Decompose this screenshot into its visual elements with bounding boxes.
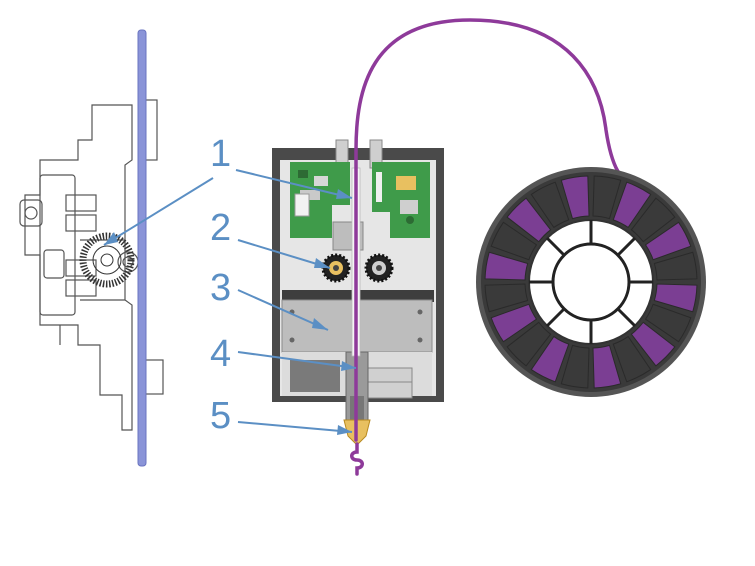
spool-segment <box>484 251 529 281</box>
spool-segment <box>653 251 698 281</box>
spool-hub <box>529 220 653 344</box>
spool-segment <box>484 283 529 313</box>
callout-label-1: 1 <box>210 133 231 175</box>
spool-segment <box>490 221 538 261</box>
circuit-board <box>290 162 430 238</box>
spool-segment <box>644 303 692 343</box>
spool-segment <box>592 344 622 389</box>
callout-line-1 <box>103 177 214 246</box>
callout-label-4: 4 <box>210 333 231 375</box>
callout-line-5 <box>237 421 353 433</box>
spool-segment <box>644 221 692 261</box>
callout-arrowheads <box>104 189 356 435</box>
spool-segment <box>630 321 676 367</box>
filament-spool <box>476 167 706 397</box>
callout-line-2 <box>237 239 331 269</box>
spool-segment <box>612 181 652 229</box>
callout-label-5: 5 <box>210 395 231 437</box>
spool-segment <box>560 344 590 389</box>
spool-segment <box>506 321 552 367</box>
spool-segments <box>484 175 698 389</box>
spool-segment <box>530 335 570 383</box>
gear-icon <box>79 232 135 288</box>
spool-segment <box>560 175 590 220</box>
filament-strand <box>354 18 634 442</box>
idler-gear-icon <box>364 253 394 283</box>
spool-segment <box>490 303 538 343</box>
spool-segment <box>592 175 622 220</box>
spool-segment <box>612 335 652 383</box>
callout-label-3: 3 <box>210 267 231 309</box>
spool-segment <box>653 283 698 313</box>
callout-line-4 <box>237 351 357 369</box>
spool-segment <box>530 181 570 229</box>
spool-segment <box>630 197 676 243</box>
extruded-filament <box>350 442 364 476</box>
filament-tube <box>137 29 147 467</box>
callout-line-1b <box>235 169 353 199</box>
callout-label-2: 2 <box>210 207 231 249</box>
spool-segment <box>506 197 552 243</box>
